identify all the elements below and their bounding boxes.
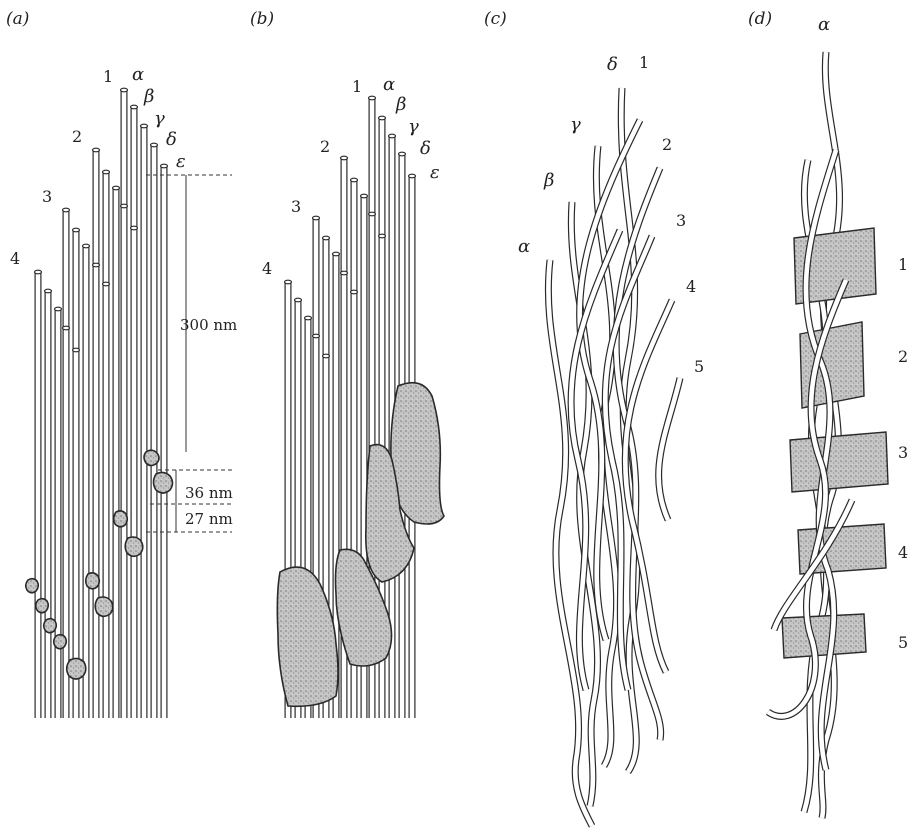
row-label: 4 <box>262 259 272 278</box>
row-label: 3 <box>291 197 301 216</box>
strand-label: β <box>543 170 554 191</box>
strand-label: ε <box>430 162 440 183</box>
dimension-label: 36 nm <box>185 484 233 502</box>
row-label: 4 <box>898 543 908 562</box>
row-label: 2 <box>320 137 330 156</box>
strand-label: δ <box>420 138 431 159</box>
row-label: 1 <box>103 67 113 86</box>
strand-label: α <box>383 74 395 95</box>
panel-b-label: (b) <box>250 9 274 29</box>
row-label: 2 <box>898 347 908 366</box>
row-label: 4 <box>10 249 20 268</box>
strand-label: ε <box>176 151 186 172</box>
row-label: 3 <box>42 187 52 206</box>
row-label: 1 <box>639 53 649 72</box>
strand-label: β <box>395 94 406 115</box>
strand-label: γ <box>570 114 581 135</box>
strand-label: α <box>818 14 830 35</box>
strand-label: δ <box>607 54 618 75</box>
strand-label: α <box>132 64 144 85</box>
row-label: 2 <box>662 135 672 154</box>
panel-c: (c) δ 1 γ 2 β <box>484 9 704 826</box>
strand-label: γ <box>408 116 419 137</box>
panel-c-label: (c) <box>484 9 507 29</box>
dimension-label: 27 nm <box>185 510 233 528</box>
panel-d: (d) α 1 2 3 4 5 <box>748 9 908 818</box>
row-label: 3 <box>676 211 686 230</box>
strand-label: γ <box>154 108 165 129</box>
strand-label: β <box>143 86 154 107</box>
row-label: 1 <box>898 255 908 274</box>
panel-b: (b) <box>250 9 444 718</box>
row-label: 5 <box>694 357 704 376</box>
panel-d-label: (d) <box>748 9 772 29</box>
dimension-label: 300 nm <box>180 316 237 334</box>
row-label: 2 <box>72 127 82 146</box>
row-label: 1 <box>352 77 362 96</box>
row-label: 4 <box>686 277 696 296</box>
strand-label: δ <box>166 129 177 150</box>
row-label: 5 <box>898 633 908 652</box>
strand-label: α <box>518 236 530 257</box>
row-label: 3 <box>898 443 908 462</box>
panel-a: (a) <box>6 9 237 718</box>
panel-a-label: (a) <box>6 9 29 29</box>
panel-c-filaments <box>548 88 680 826</box>
